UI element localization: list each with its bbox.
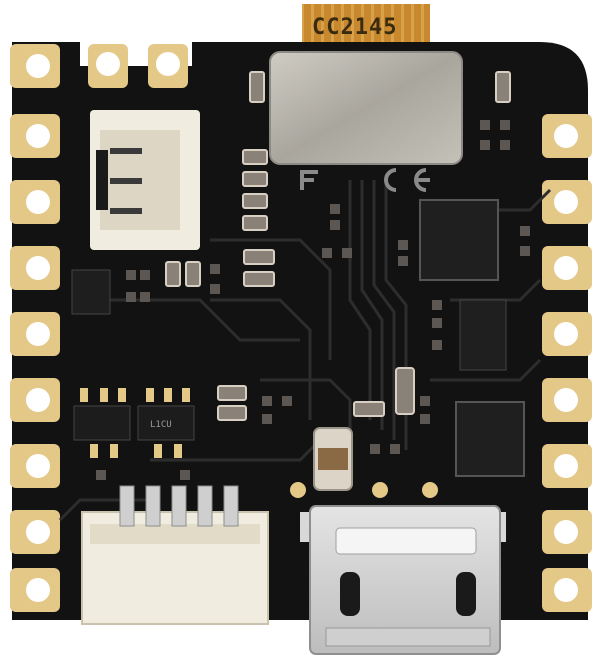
jst-connector-4pin	[90, 110, 200, 250]
sot-chip-right-marking: L1CU	[150, 420, 172, 430]
sot-pads	[80, 388, 190, 458]
qfn-chip-bottom	[455, 401, 525, 477]
sot-chip-right: L1CU	[137, 405, 195, 441]
test-pads	[290, 482, 438, 498]
qfn-chip-top	[419, 199, 499, 281]
flex-cable-label: CC2145	[312, 15, 397, 40]
compliance-logos	[300, 168, 430, 192]
tantalum-capacitor	[313, 427, 353, 491]
sot-chip-left	[73, 405, 131, 441]
qfn-chip-right	[459, 299, 507, 371]
micro-usb-port	[300, 505, 506, 655]
rf-shield-can	[269, 51, 463, 165]
small-chip-left	[71, 269, 111, 315]
jst-connector-6pin	[81, 485, 269, 625]
passive-components	[96, 71, 530, 480]
